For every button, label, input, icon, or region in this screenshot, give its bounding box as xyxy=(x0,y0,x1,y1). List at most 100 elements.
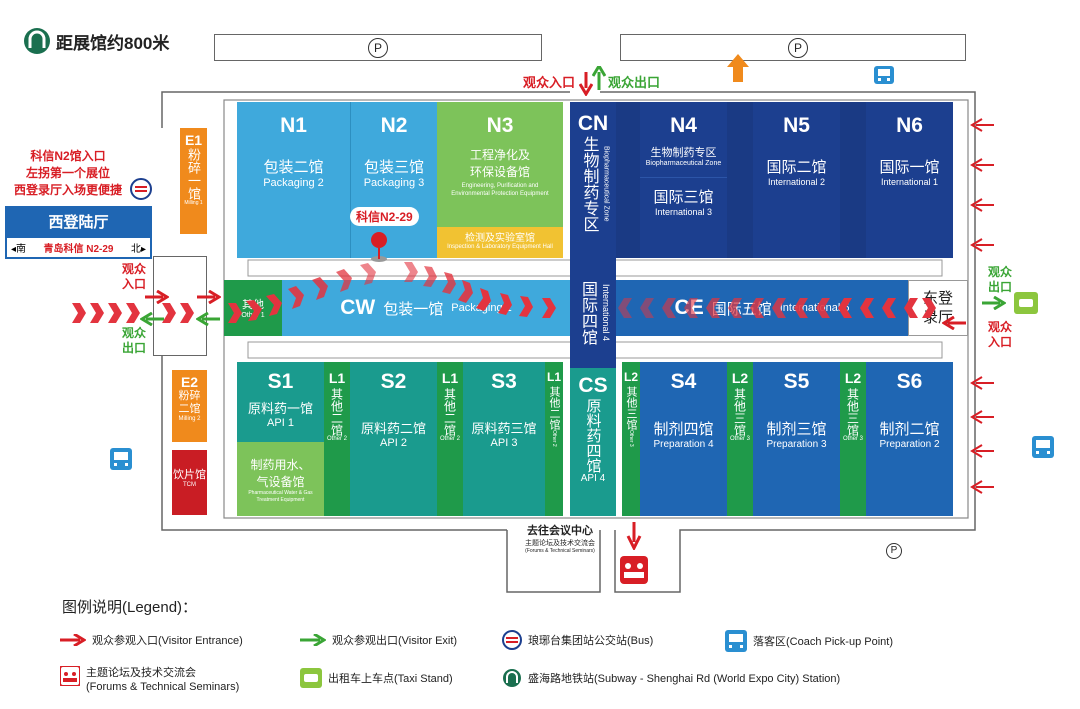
legend-text: 主题论坛及技术交流会 xyxy=(86,667,196,679)
hall-l2[interactable]: L2 其他三馆 Other 3 xyxy=(622,362,640,516)
hall-name-en: Inspection & Laboratory Equipment Hall xyxy=(447,244,553,250)
hall-name-en: International 3 xyxy=(654,207,713,217)
hall-lab[interactable]: 检测及实验室馆 Inspection & Laboratory Equipmen… xyxy=(437,227,563,258)
hall-code: E1 xyxy=(184,132,203,148)
hall-n6[interactable]: N6 国际一馆 International 1 xyxy=(866,102,953,258)
north-exit-label: 观众出口 xyxy=(608,75,661,90)
hall-s2[interactable]: S2 原料药二馆 API 2 xyxy=(350,362,437,516)
hall-name-en: Preparation 3 xyxy=(766,439,827,450)
parking-icon: P xyxy=(788,38,808,58)
hall-n3[interactable]: N3 工程净化及 环保设备馆 Engineering, Purification… xyxy=(437,102,563,227)
sign-route: ◂南 青岛科信 N2-29 北▸ xyxy=(7,238,150,257)
hall-tcm[interactable]: 饮片馆 TCM xyxy=(172,450,207,515)
hall-code: CN xyxy=(577,112,609,135)
hall-name: 国际三馆 xyxy=(653,189,714,206)
hall-l1[interactable]: L1 其他二馆 Other 2 xyxy=(545,362,563,516)
hall-name: 原料药四馆 xyxy=(584,398,602,473)
legend-bus: 琅琊台集团站公交站(Bus) xyxy=(502,630,653,650)
hall-l2[interactable]: L2 其他三馆 Other 3 xyxy=(840,362,866,516)
note-line: 科信N2馆入口 xyxy=(30,149,106,163)
hall-name-en: International 1 xyxy=(880,177,939,187)
hall-l1[interactable]: L1 其他二馆 Other 2 xyxy=(437,362,463,516)
subway-note: 距展馆约800米 xyxy=(22,26,169,56)
hall-e2[interactable]: E2 粉碎二馆 Milling 2 xyxy=(172,370,207,442)
hall-s1[interactable]: S1 原料药一馆 API 1 xyxy=(237,362,324,442)
hall-name: 环保设备馆 xyxy=(469,165,530,179)
exit-arrow-icon xyxy=(196,312,220,326)
hall-name-en: Other 3 xyxy=(628,430,634,447)
legend-forum: 主题论坛及技术交流会 (Forums & Technical Seminars) xyxy=(60,666,239,694)
hall-name-en: Pharmaceutical Water & Gas Treatment Equ… xyxy=(248,490,313,503)
hall-code: N2 xyxy=(380,114,408,137)
hall-cw[interactable]: CW 包装一馆 Packaging 1 xyxy=(282,280,570,336)
hall-s6[interactable]: S6 制剂二馆 Preparation 2 xyxy=(866,362,953,516)
hall-name-en: API 1 xyxy=(267,417,294,429)
hall-name: 国际二馆 xyxy=(766,159,827,176)
conference-label: 去往会议中心 xyxy=(527,525,593,537)
west-note: 科信N2馆入口 左拐第一个展位 西登录厅入场更便捷 xyxy=(8,148,128,199)
hall-name: 制药用水、 xyxy=(250,458,311,472)
entrance-arrow-icon xyxy=(970,410,994,424)
hall-name: 原料药一馆 xyxy=(247,401,313,416)
hall-code: S1 xyxy=(267,370,294,393)
hall-e1[interactable]: E1 粉碎一馆 Milling 1 xyxy=(180,128,207,234)
hall-water-gas[interactable]: 制药用水、 气设备馆 Pharmaceutical Water & Gas Tr… xyxy=(237,442,324,516)
hall-code: S2 xyxy=(380,370,407,393)
entrance-arrow-icon xyxy=(197,290,221,304)
west-exit-label: 观众出口 xyxy=(121,326,146,355)
hall-s5[interactable]: S5 制剂三馆 Preparation 3 xyxy=(753,362,840,516)
hall-name-en: Biopharmaceutical Zone xyxy=(602,146,610,222)
legend-text: 盛海路地铁站(Subway - Shenghai Rd (World Expo … xyxy=(528,673,841,685)
legend-text: 琅琊台集团站公交站(Bus) xyxy=(528,635,654,647)
east-entrance-label: 观众入口 xyxy=(987,320,1012,349)
hall-name-en: Other 2 xyxy=(551,430,557,447)
booth-label[interactable]: 科信N2-29 xyxy=(350,207,419,226)
hall-code: S6 xyxy=(896,370,923,393)
hall-cs[interactable]: CS 原料药四馆 API 4 xyxy=(570,368,616,516)
hall-name: 饮片馆 xyxy=(173,469,206,481)
entrance-arrow-icon xyxy=(579,72,593,96)
sign-route-text: 青岛科信 N2-29 xyxy=(43,244,114,255)
hall-name-en: Packaging 2 xyxy=(263,177,324,189)
route-chevrons xyxy=(72,262,936,323)
exit-arrow-icon xyxy=(592,66,606,90)
hall-n1[interactable]: N1 包装二馆 Packaging 2 xyxy=(237,102,350,258)
hall-code: CS xyxy=(578,374,608,397)
sign-north: 北▸ xyxy=(130,244,146,255)
hall-cn[interactable]: CN 生物制药专区 Biopharmaceutical Zone xyxy=(570,102,616,258)
hall-code: N5 xyxy=(783,114,810,137)
hall-l1[interactable]: L1 其他二馆 Other 2 xyxy=(324,362,350,516)
hall-name-en: Engineering, Purification and Environmen… xyxy=(451,183,549,197)
east-exit-label: 观众出口 xyxy=(987,265,1012,294)
hall-divider xyxy=(840,102,866,258)
hall-n5[interactable]: N5 国际二馆 International 2 xyxy=(753,102,840,258)
hall-code: N3 xyxy=(486,114,514,137)
hall-s3[interactable]: S3 原料药三馆 API 3 xyxy=(463,362,545,516)
entrance-arrow-icon xyxy=(970,118,994,132)
hall-code: N4 xyxy=(670,114,697,137)
hall-code: S4 xyxy=(670,370,697,393)
hall-name: 其他二馆 xyxy=(442,388,457,436)
west-hall-title: 西登陆厅 xyxy=(7,208,150,238)
bus-stop-icon xyxy=(130,178,152,200)
entrance-arrow-icon xyxy=(970,376,994,390)
hall-n4[interactable]: N4 生物制药专区 Biopharmaceutical Zone 国际三馆 In… xyxy=(640,102,727,258)
hall-cc[interactable]: 国际四馆 International 4 xyxy=(570,258,616,368)
hall-code: S5 xyxy=(783,370,810,393)
exit-arrow-icon xyxy=(982,296,1006,310)
west-registration-sign[interactable]: 西登陆厅 ◂南 青岛科信 N2-29 北▸ xyxy=(5,206,152,259)
hall-name: 生物制药专区 xyxy=(650,147,717,159)
hall-l2[interactable]: L2 其他三馆 Other 3 xyxy=(727,362,753,516)
hall-name-en: Packaging 3 xyxy=(363,177,425,189)
legend-subway: 盛海路地铁站(Subway - Shenghai Rd (World Expo … xyxy=(502,668,840,688)
legend-text: 观众参观出口(Visitor Exit) xyxy=(332,635,458,647)
parking-icon: P xyxy=(886,543,902,559)
hall-n2[interactable]: N2 包装三馆 Packaging 3 xyxy=(350,102,437,258)
legend-taxi: 出租车上车点(Taxi Stand) xyxy=(300,668,453,688)
hall-name-en: API 4 xyxy=(580,473,606,484)
hall-name-en: API 2 xyxy=(380,437,407,449)
hall-code: L1 xyxy=(441,370,459,386)
hall-name-en: API 3 xyxy=(490,437,518,449)
entrance-arrow-icon xyxy=(60,634,86,646)
hall-s4[interactable]: S4 制剂四馆 Preparation 4 xyxy=(640,362,727,516)
